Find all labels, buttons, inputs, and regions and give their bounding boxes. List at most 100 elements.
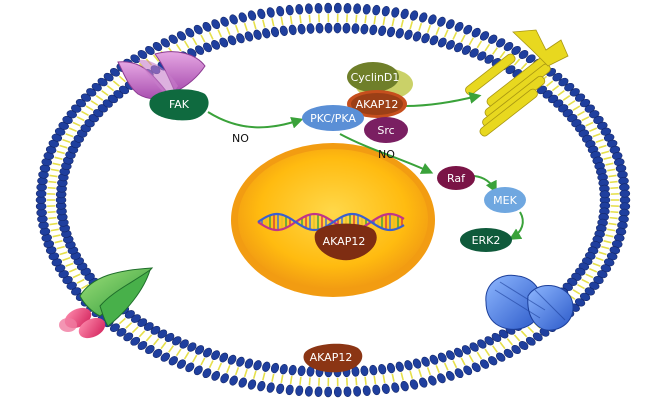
lipid-head	[279, 363, 288, 375]
lipid-tail	[95, 95, 104, 101]
lipid-head	[412, 31, 422, 42]
lipid-head	[558, 77, 569, 87]
lipid-head	[479, 31, 490, 41]
lipid-tail	[47, 186, 56, 190]
lipid-tail	[484, 348, 491, 357]
lipid-head	[187, 342, 197, 352]
lipid-tail	[183, 40, 190, 49]
lipid-head	[409, 379, 419, 390]
lipid-head	[324, 2, 333, 14]
lipid-tail	[601, 245, 610, 250]
lipid-tail	[48, 216, 57, 220]
signaling-arrows	[207, 92, 524, 240]
lipid-head	[202, 368, 212, 379]
lipid-tail	[391, 373, 395, 382]
lipid-tail	[492, 47, 498, 55]
lipid-tail	[308, 377, 311, 386]
dna-strand	[257, 212, 405, 232]
lipid-head	[152, 41, 163, 52]
lipid-tail	[595, 138, 604, 143]
lipid-head	[453, 42, 464, 53]
lipid-head	[295, 4, 304, 15]
lipid-head	[461, 345, 471, 355]
lipid-head	[109, 68, 120, 77]
lipid-tail	[131, 326, 139, 334]
lipid-tail	[81, 110, 89, 116]
lipid-tail	[546, 80, 554, 87]
lipid-tail	[299, 376, 302, 385]
lipid-head	[160, 38, 170, 48]
lipid-tail	[217, 29, 223, 38]
lipid-tail	[499, 50, 506, 59]
lipid-tail	[598, 144, 607, 149]
lipid-tail	[49, 174, 58, 178]
blue-receptor-icon	[485, 274, 574, 331]
lipid-tail	[289, 15, 293, 25]
lipid-tail	[562, 95, 571, 101]
lipid-tail	[56, 150, 65, 155]
lipid-head	[270, 362, 280, 374]
lipid-tail	[364, 15, 367, 24]
lipid-head	[137, 318, 148, 327]
akap12-complex-label: AKAP12	[356, 98, 399, 111]
lipid-tail	[609, 180, 618, 184]
lipid-tail	[168, 345, 174, 353]
lipid-tail	[391, 18, 395, 27]
lipid-head	[511, 345, 521, 355]
no-label-right: NO	[378, 148, 395, 161]
lipid-head	[266, 7, 275, 18]
lipid-head	[471, 362, 481, 373]
lipid-head	[202, 21, 212, 32]
lipid-head	[353, 386, 362, 397]
lipid-head	[333, 22, 342, 34]
fak-label: FAK	[169, 98, 190, 111]
lipid-tail	[603, 240, 612, 244]
lipid-head	[297, 365, 306, 377]
lipid-tail	[572, 289, 581, 295]
lipid-head	[229, 375, 238, 386]
lipid-tail	[373, 375, 377, 385]
lipid-tail	[226, 26, 231, 36]
lipid-head	[168, 34, 178, 44]
lipid-tail	[262, 372, 266, 381]
lipid-head	[137, 50, 148, 59]
lipid-tail	[271, 18, 275, 27]
no-label-left: NO	[232, 132, 249, 145]
pkc-pka-label: PKC/PKA	[310, 112, 356, 125]
lipid-head	[353, 3, 362, 14]
lipid-head	[193, 24, 203, 35]
lipid-head	[333, 386, 342, 398]
lipid-tail	[85, 105, 94, 111]
lipid-head	[477, 339, 487, 349]
lipid-head	[236, 33, 245, 44]
lipid-head	[211, 350, 221, 360]
lipid-head	[150, 325, 161, 335]
lipid-head	[369, 24, 378, 36]
lipid-tail	[520, 330, 528, 338]
lipid-tail	[54, 156, 63, 160]
lipid-head	[193, 365, 203, 376]
lipid-head	[160, 352, 170, 362]
lipid-head	[479, 359, 490, 369]
lipid-head	[463, 24, 473, 35]
lipid-tail	[608, 174, 617, 178]
akap12-nucleus-label: AKAP12	[323, 235, 366, 248]
cyclind1-label: CyclinD1	[351, 71, 400, 84]
erk2-protein: ERK2	[460, 228, 512, 252]
lipid-head	[253, 360, 262, 371]
lipid-tail	[175, 348, 182, 357]
lipid-head	[179, 339, 189, 349]
lipid-head	[445, 19, 455, 30]
lipid-head	[419, 12, 428, 23]
lipid-head	[220, 373, 229, 384]
lipid-head	[343, 386, 352, 398]
lipid-head	[552, 72, 563, 82]
lipid-head	[488, 34, 498, 44]
lipid-head	[262, 28, 271, 39]
lipid-head	[297, 23, 306, 35]
lipid-tail	[234, 24, 240, 33]
lipid-tail	[59, 251, 68, 256]
lipid-head	[145, 345, 155, 355]
akap12-membrane-protein: AKAP12	[303, 343, 363, 373]
lipid-tail	[513, 334, 521, 342]
